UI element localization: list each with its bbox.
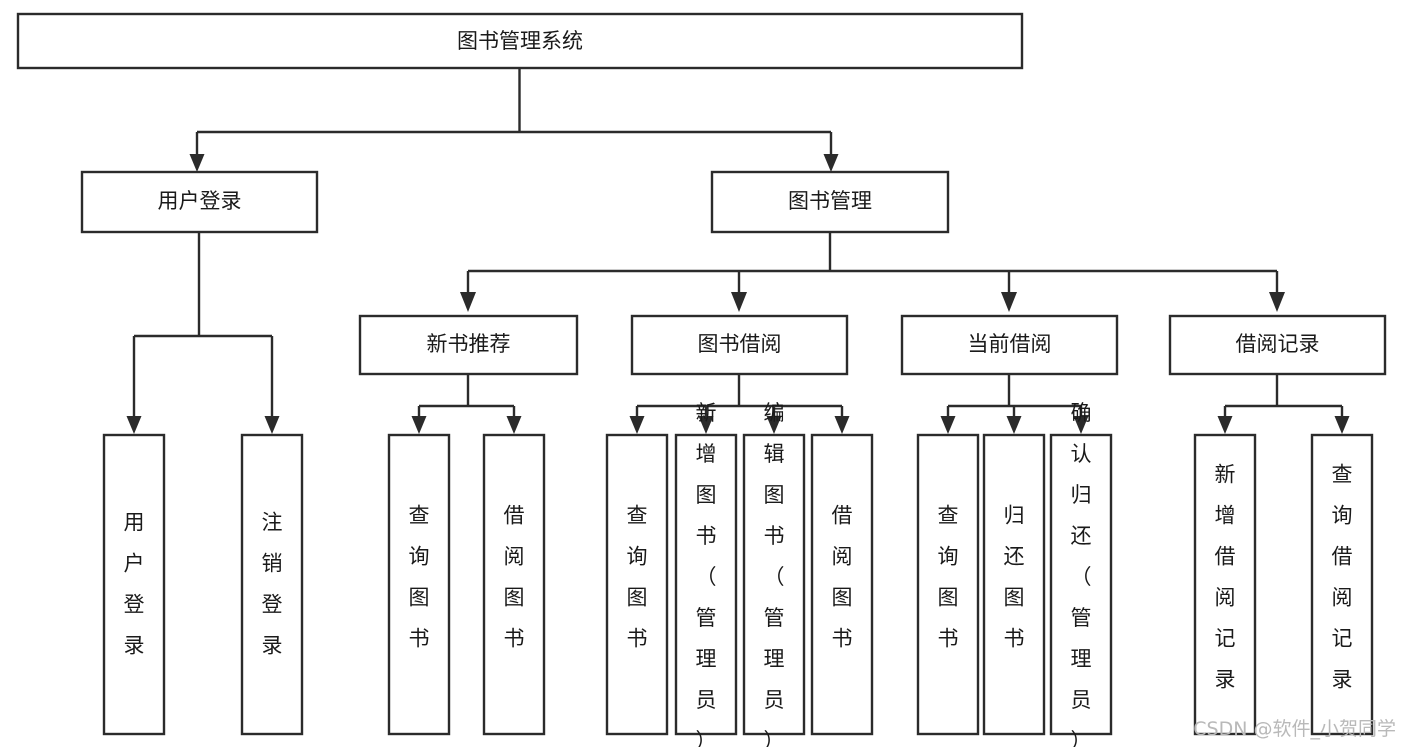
node-leaf-query-book-3-label: 查询图书 [938, 504, 959, 651]
node-leaf-logout-login[interactable]: 注销登录 [240, 433, 304, 736]
arrowhead-leaf-query-book-1 [411, 416, 427, 434]
node-leaf-confirm-return[interactable]: 确认归还（管理员） [1049, 401, 1113, 747]
node-book-manage-label: 图书管理 [788, 189, 872, 213]
node-leaf-borrow-book-1[interactable]: 借阅图书 [482, 433, 546, 736]
node-book-manage[interactable]: 图书管理 [710, 170, 950, 234]
node-leaf-borrow-book-2-label: 借阅图书 [832, 504, 853, 651]
node-leaf-borrow-book-1-label: 借阅图书 [504, 504, 525, 651]
arrowhead-leaf-borrow-book-1 [506, 416, 522, 434]
node-leaf-query-book-3[interactable]: 查询图书 [916, 433, 980, 736]
node-root-label: 图书管理系统 [457, 29, 583, 53]
node-leaf-query-record[interactable]: 查询借阅记录 [1310, 433, 1374, 736]
node-current-borrow[interactable]: 当前借阅 [900, 314, 1119, 376]
node-user-login-label: 用户登录 [158, 189, 242, 213]
node-leaf-edit-book-label: 编辑图书（管理员） [764, 401, 785, 747]
arrowhead-leaf-borrow-book-2 [834, 416, 850, 434]
node-leaf-query-book-1-box[interactable] [387, 433, 451, 736]
arrowhead-leaf-return-book [1006, 416, 1022, 434]
node-leaf-add-book-box[interactable] [674, 433, 738, 736]
node-leaf-query-book-1-label: 查询图书 [409, 504, 430, 651]
node-user-login-box[interactable] [80, 170, 319, 234]
node-borrow-record-box[interactable] [1168, 314, 1387, 376]
arrowhead-leaf-edit-book [766, 416, 782, 434]
node-new-book-recommend-box[interactable] [358, 314, 579, 376]
connector-group [126, 68, 1350, 434]
node-leaf-query-book-3-box[interactable] [916, 433, 980, 736]
arrowhead-leaf-query-book-3 [940, 416, 956, 434]
node-leaf-return-book[interactable]: 归还图书 [982, 433, 1046, 736]
node-leaf-add-book[interactable]: 新增图书（管理员） [674, 401, 738, 747]
arrowhead-leaf-query-record [1334, 416, 1350, 434]
node-new-book-recommend[interactable]: 新书推荐 [358, 314, 579, 376]
node-leaf-return-book-label: 归还图书 [1004, 504, 1025, 651]
node-book-borrow-label: 图书借阅 [698, 332, 782, 356]
node-leaf-add-record-label: 新增借阅记录 [1215, 463, 1236, 692]
arrowhead-leaf-add-record [1217, 416, 1233, 434]
node-leaf-borrow-book-2-box[interactable] [810, 433, 874, 736]
arrowhead-current-borrow [1001, 292, 1017, 312]
node-root[interactable]: 图书管理系统 [16, 12, 1024, 70]
arrowhead-leaf-query-book-2 [629, 416, 645, 434]
arrowhead-leaf-confirm-return [1073, 416, 1089, 434]
node-leaf-query-book-2-label: 查询图书 [627, 504, 648, 651]
node-current-borrow-box[interactable] [900, 314, 1119, 376]
node-leaf-edit-book[interactable]: 编辑图书（管理员） [742, 401, 806, 747]
node-leaf-add-book-label: 新增图书（管理员） [696, 401, 717, 747]
watermark-label: CSDN @软件_小贺同学 [1193, 718, 1396, 740]
node-leaf-query-book-2-box[interactable] [605, 433, 669, 736]
node-borrow-record[interactable]: 借阅记录 [1168, 314, 1387, 376]
node-leaf-borrow-book-2[interactable]: 借阅图书 [810, 433, 874, 736]
node-book-borrow[interactable]: 图书借阅 [630, 314, 849, 376]
arrowhead-book-borrow [731, 292, 747, 312]
arrowhead-new-book-recommend [460, 292, 476, 312]
arrowhead-userlogin [189, 154, 205, 172]
node-leaf-query-record-label: 查询借阅记录 [1332, 463, 1353, 692]
node-leaf-user-login-label: 用户登录 [124, 511, 145, 658]
node-book-manage-box[interactable] [710, 170, 950, 234]
node-leaf-logout-login-label: 注销登录 [262, 511, 283, 658]
node-leaf-query-book-2[interactable]: 查询图书 [605, 433, 669, 736]
node-book-borrow-box[interactable] [630, 314, 849, 376]
arrowhead-leaf-logout-login [264, 416, 280, 434]
node-new-book-recommend-label: 新书推荐 [427, 332, 511, 356]
node-leaf-query-record-box[interactable] [1310, 433, 1374, 736]
arrowhead-leaf-user-login [126, 416, 142, 434]
arrowhead-borrow-record [1269, 292, 1285, 312]
node-leaf-confirm-return-box[interactable] [1049, 433, 1113, 736]
node-user-login[interactable]: 用户登录 [80, 170, 319, 234]
node-root-box[interactable] [16, 12, 1024, 70]
node-leaf-return-book-box[interactable] [982, 433, 1046, 736]
node-leaf-borrow-book-1-box[interactable] [482, 433, 546, 736]
node-current-borrow-label: 当前借阅 [968, 332, 1052, 356]
arrowhead-leaf-add-book [698, 416, 714, 434]
node-leaf-confirm-return-label: 确认归还（管理员） [1071, 401, 1092, 747]
node-leaf-edit-book-box[interactable] [742, 433, 806, 736]
arrowhead-bookmanage [823, 154, 839, 172]
node-leaf-add-record[interactable]: 新增借阅记录 [1193, 433, 1257, 736]
node-borrow-record-label: 借阅记录 [1236, 332, 1320, 356]
node-leaf-query-book-1[interactable]: 查询图书 [387, 433, 451, 736]
node-leaf-user-login[interactable]: 用户登录 [102, 433, 166, 736]
node-leaf-add-record-box[interactable] [1193, 433, 1257, 736]
node-leaf-user-login-box[interactable] [102, 433, 166, 736]
node-leaf-logout-login-box[interactable] [240, 433, 304, 736]
